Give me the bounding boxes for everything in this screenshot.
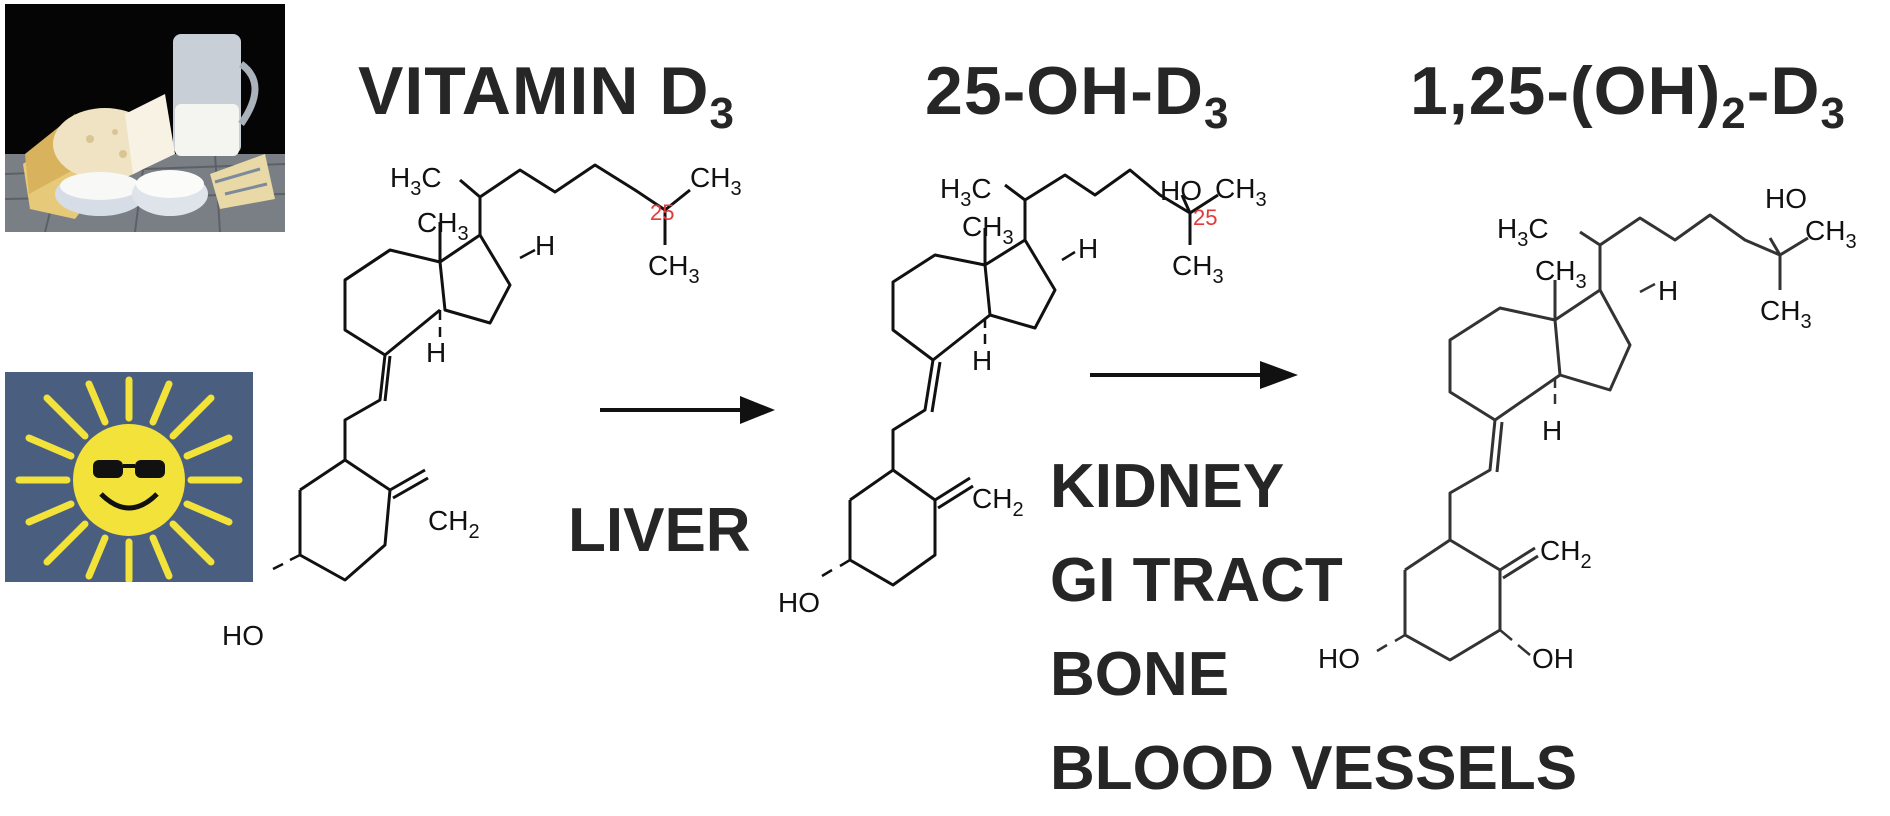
ho-label: HO xyxy=(1318,643,1360,674)
ho-label: HO xyxy=(1765,183,1807,214)
vitamin-d3-structure: H3C CH3 CH3 25 CH3 H H CH2 HO xyxy=(222,162,742,651)
h-label: H xyxy=(972,345,992,376)
ch3-label: CH3 xyxy=(1215,173,1267,211)
ch3-label: CH3 xyxy=(1535,255,1587,293)
h3c-label: H3C xyxy=(390,162,442,200)
h-label: H xyxy=(426,337,446,368)
h-label: H xyxy=(1078,233,1098,264)
ch2-label: CH2 xyxy=(972,483,1024,521)
arrow-liver xyxy=(600,396,775,424)
organ-gi-tract: GI TRACT xyxy=(1050,546,1343,615)
dairy-food-photo xyxy=(5,4,285,232)
ch3-label: CH3 xyxy=(962,211,1014,249)
ch2-label: CH2 xyxy=(428,505,480,543)
ch3-label: CH3 xyxy=(690,162,742,200)
liver-label: LIVER xyxy=(568,496,751,565)
organ-kidney: KIDNEY xyxy=(1050,452,1285,521)
ho-label: HO xyxy=(222,620,264,651)
ch2-label: CH2 xyxy=(1540,535,1592,573)
h-label: H xyxy=(1542,415,1562,446)
position-25-marker: 25 xyxy=(1193,205,1217,230)
arrow-kidney xyxy=(1090,361,1298,389)
title-vitamin-d3: VITAMIN D3 xyxy=(358,53,735,138)
title-1-25-oh2-d3: 1,25-(OH)2-D3 xyxy=(1410,53,1847,138)
sun-photo xyxy=(5,372,253,582)
organ-bone: BONE xyxy=(1050,640,1230,709)
oh-label: OH xyxy=(1532,643,1574,674)
ch3-label: CH3 xyxy=(1172,250,1224,288)
h-label: H xyxy=(535,230,555,261)
ho-label: HO xyxy=(778,587,820,618)
ch3-label: CH3 xyxy=(417,207,469,245)
25-oh-d3-structure: H3C HO CH3 CH3 25 CH3 H H CH2 HO xyxy=(778,168,1267,618)
position-25-marker: 25 xyxy=(650,200,674,225)
h-label: H xyxy=(1658,275,1678,306)
ch3-label: CH3 xyxy=(648,250,700,288)
calcitriol-structure: H3C HO CH3 CH3 CH3 H H CH2 HO OH xyxy=(1318,183,1857,674)
title-25-oh-d3: 25-OH-D3 xyxy=(925,53,1230,138)
ch3-label: CH3 xyxy=(1805,215,1857,253)
ho-label: HO xyxy=(1160,175,1202,206)
h3c-label: H3C xyxy=(940,173,992,211)
h3c-label: H3C xyxy=(1497,213,1549,251)
ch3-label: CH3 xyxy=(1760,295,1812,333)
